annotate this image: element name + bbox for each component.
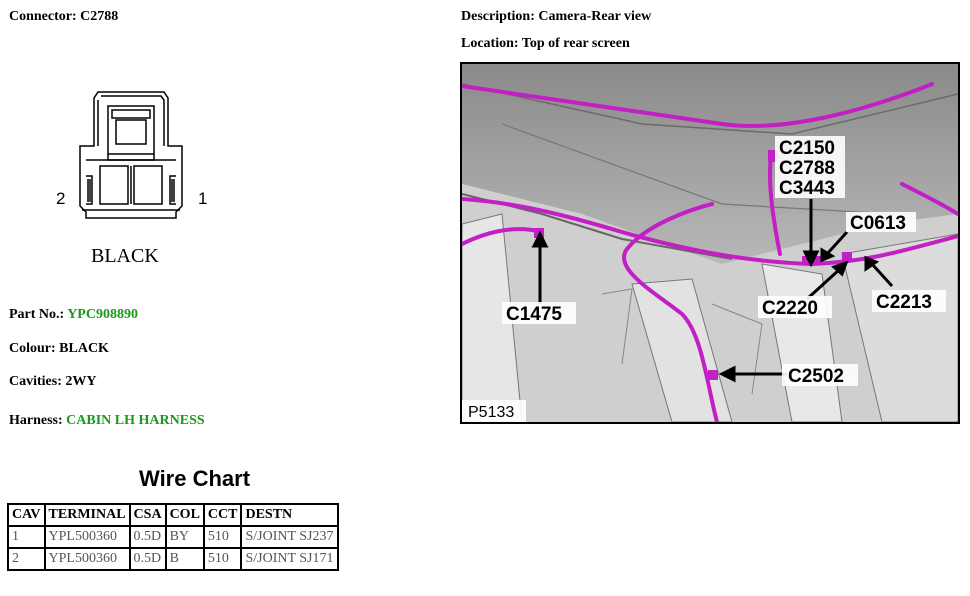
callout-c2502: C2502: [788, 366, 844, 387]
table-row: 2 YPL500360 0.5D B 510 S/JOINT SJ171: [7, 547, 339, 571]
description-label: Description: Camera-Rear view: [461, 9, 652, 24]
connector-face-diagram: 2 1 BLACK: [56, 91, 207, 266]
cell-terminal: YPL500360: [43, 547, 131, 571]
wire-chart-title: Wire Chart: [139, 466, 251, 491]
header-cct: CCT: [202, 503, 243, 527]
callout-c2788: C2788: [779, 158, 835, 179]
table-row: 1 YPL500360 0.5D BY 510 S/JOINT SJ237: [7, 525, 339, 549]
cell-col: B: [164, 547, 205, 571]
figure-id: P5133: [468, 404, 514, 421]
part-number-line: Part No.: YPC908890: [9, 307, 138, 322]
connector-label: Connector: C2788: [9, 9, 119, 24]
table-header-row: CAV TERMINAL CSA COL CCT DESTN: [7, 503, 339, 527]
cell-cct: 510: [202, 547, 243, 571]
connector-color-caption: BLACK: [91, 245, 159, 266]
cell-col: BY: [164, 525, 205, 549]
colour-line: Colour: BLACK: [9, 341, 109, 356]
location-illustration: C2150 C2788 C3443 C0613 C1475 C2220 C221…: [460, 62, 960, 424]
harness-line: Harness: CABIN LH HARNESS: [9, 413, 205, 428]
cell-cav: 2: [7, 547, 46, 571]
header-csa: CSA: [128, 503, 167, 527]
cell-cct: 510: [202, 525, 243, 549]
callout-c2220: C2220: [762, 298, 818, 319]
callout-c0613: C0613: [850, 213, 906, 234]
cell-terminal: YPL500360: [43, 525, 131, 549]
cell-destn: S/JOINT SJ171: [240, 547, 339, 571]
header-destn: DESTN: [240, 503, 339, 527]
callout-c2150: C2150: [779, 138, 835, 159]
cell-csa: 0.5D: [128, 525, 167, 549]
callout-c2213: C2213: [876, 292, 932, 313]
pin-2-label: 2: [56, 189, 65, 208]
harness-link[interactable]: CABIN LH HARNESS: [66, 413, 205, 428]
part-number-value[interactable]: YPC908890: [67, 307, 138, 322]
cavities-line: Cavities: 2WY: [9, 374, 97, 389]
callout-c3443: C3443: [779, 178, 835, 199]
wire-chart-table: CAV TERMINAL CSA COL CCT DESTN 1 YPL5003…: [7, 503, 339, 571]
vehicle-interior-illustration: C2150 C2788 C3443 C0613 C1475 C2220 C221…: [462, 64, 958, 422]
header-terminal: TERMINAL: [43, 503, 131, 527]
cell-destn: S/JOINT SJ237: [240, 525, 339, 549]
pin-1-label: 1: [198, 189, 207, 208]
header-col: COL: [164, 503, 205, 527]
cell-csa: 0.5D: [128, 547, 167, 571]
callout-c1475: C1475: [506, 304, 562, 325]
location-label: Location: Top of rear screen: [461, 36, 630, 51]
cell-cav: 1: [7, 525, 46, 549]
header-cav: CAV: [7, 503, 46, 527]
